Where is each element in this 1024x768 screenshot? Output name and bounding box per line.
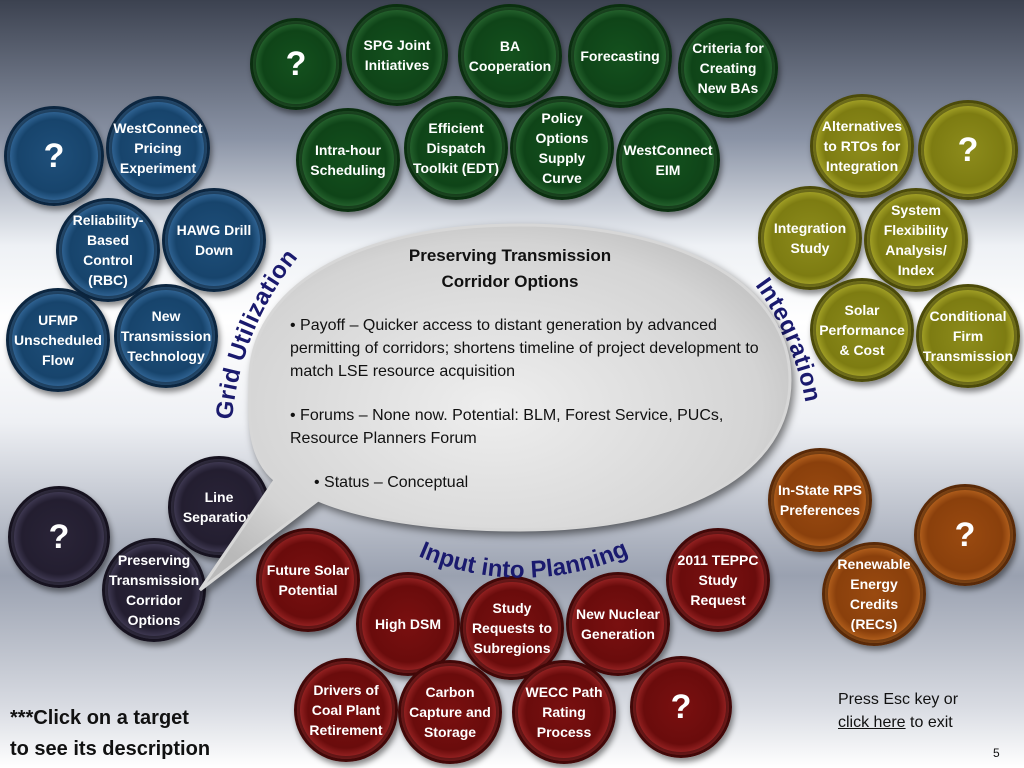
callout-title-line1: Preserving Transmission [408,246,612,265]
instruction-line2: to see its description [10,738,211,760]
preserving-transmission-corridor-target[interactable]: Preserving Transmission Corridor Options [102,538,206,642]
high-dsm-target[interactable]: High DSM [356,572,460,676]
solar-performance-cost-target[interactable]: Solar Performance & Cost [810,278,914,382]
conditional-firm-transmission-target[interactable]: Conditional Firm Transmission [916,284,1020,388]
bubble-label: Line Separation [182,489,256,525]
bubble-label: Renewable Energy Credits (RECs) [837,556,911,632]
callout-status: • Status – Conceptual [314,474,469,491]
exit-line1: Press Esc key or [838,691,959,708]
instruction-text: ***Click on a target to see its descript… [10,703,210,765]
bubble-label: In-State RPS Preferences [777,482,862,518]
bubble-label: Policy Options Supply Curve [535,110,589,186]
callout-title: Preserving Transmission Corridor Options [330,243,690,295]
question-target-olive[interactable]: ? [918,100,1018,200]
in-state-rps-target[interactable]: In-State RPS Preferences [768,448,872,552]
bubble-label: Solar Performance & Cost [819,302,905,358]
page-number: 5 [993,746,1000,760]
bubble-label: Study Requests to Subregions [471,600,553,656]
bubble-label: New Nuclear Generation [575,606,661,642]
bubble-label: High DSM [374,616,442,632]
efficient-dispatch-toolkit-target[interactable]: Efficient Dispatch Toolkit (EDT) [404,96,508,200]
bubble-label: Integration Study [773,220,847,256]
bubble-label: WestConnect EIM [623,142,713,178]
bubble-label: BA Cooperation [468,38,552,74]
drivers-coal-plant-retirement-target[interactable]: Drivers of Coal Plant Retirement [294,658,398,762]
question-target-red[interactable]: ? [630,656,732,758]
question-mark-label: ? [43,137,65,175]
bubble-label: Intra-hour Scheduling [310,142,386,178]
exit-line2: click here to exit [838,711,958,734]
bubble-label: WECC Path Rating Process [525,684,603,740]
new-nuclear-generation-target[interactable]: New Nuclear Generation [566,572,670,676]
bubble-label: Reliability-Based Control (RBC) [72,212,144,288]
exit-link[interactable]: click here [838,714,906,731]
carbon-capture-storage-target[interactable]: Carbon Capture and Storage [398,660,502,764]
bubble-label: Drivers of Coal Plant Retirement [309,682,383,738]
bubble-label: Criteria for Creating New BAs [692,40,764,96]
westconnect-pricing-experiment-target[interactable]: WestConnect Pricing Experiment [106,96,210,200]
question-target-green[interactable]: ? [250,18,342,110]
question-target-purple[interactable]: ? [8,486,110,588]
alternatives-to-rtos-target[interactable]: Alternatives to RTOs for Integration [810,94,914,198]
question-mark-label: ? [957,131,979,169]
bubble-label: Future Solar Potential [266,562,350,598]
bubble-label: Preserving Transmission Corridor Options [108,552,200,628]
callout-payoff: • Payoff – Quicker access to distant gen… [290,317,759,380]
bubble-label: HAWG Drill Down [176,222,252,258]
question-target-blue[interactable]: ? [4,106,104,206]
bubble-label: Alternatives to RTOs for Integration [821,118,903,174]
bubble-label: UFMP Unscheduled Flow [14,312,102,368]
bubble-label: System Flexibility Analysis/ Index [883,202,949,278]
bubble-label: 2011 TEPPC Study Request [677,552,759,608]
exit-suffix: to exit [905,714,953,731]
callout-title-line2: Corridor Options [441,272,579,291]
question-target-orange[interactable]: ? [914,484,1016,586]
bubble-label: SPG Joint Initiatives [363,37,431,73]
ba-cooperation-target[interactable]: BA Cooperation [458,4,562,108]
renewable-energy-credits-target[interactable]: Renewable Energy Credits (RECs) [822,542,926,646]
wecc-path-rating-target[interactable]: WECC Path Rating Process [512,660,616,764]
exit-instructions: Press Esc key or click here to exit [838,688,958,734]
forecasting-target[interactable]: Forecasting [568,4,672,108]
bubble-label: New Transmission Technology [120,308,212,364]
hawg-drill-down-target[interactable]: HAWG Drill Down [162,188,266,292]
future-solar-potential-target[interactable]: Future Solar Potential [256,528,360,632]
ufmp-unscheduled-flow-target[interactable]: UFMP Unscheduled Flow [6,288,110,392]
bubble-label: Forecasting [580,48,660,64]
bubble-label: Conditional Firm Transmission [922,308,1014,364]
criteria-new-bas-target[interactable]: Criteria for Creating New BAs [678,18,778,118]
question-mark-label: ? [670,688,692,726]
bubble-label: Efficient Dispatch Toolkit (EDT) [412,120,500,176]
new-transmission-technology-target[interactable]: New Transmission Technology [114,284,218,388]
reliability-based-control-target[interactable]: Reliability-Based Control (RBC) [56,198,160,302]
westconnect-eim-target[interactable]: WestConnect EIM [616,108,720,212]
system-flexibility-target[interactable]: System Flexibility Analysis/ Index [864,188,968,292]
instruction-line1: ***Click on a target [10,707,189,729]
bubble-label: WestConnect Pricing Experiment [113,120,203,176]
spg-joint-initiatives-target[interactable]: SPG Joint Initiatives [346,4,448,106]
intra-hour-scheduling-target[interactable]: Intra-hour Scheduling [296,108,400,212]
question-mark-label: ? [48,518,70,556]
integration-study-target[interactable]: Integration Study [758,186,862,290]
question-mark-label: ? [954,516,976,554]
question-mark-label: ? [285,45,307,83]
callout-forums: • Forums – None now. Potential: BLM, For… [290,407,724,447]
policy-options-supply-curve-target[interactable]: Policy Options Supply Curve [510,96,614,200]
teppc-study-request-target[interactable]: 2011 TEPPC Study Request [666,528,770,632]
bubble-label: Carbon Capture and Storage [409,684,491,740]
